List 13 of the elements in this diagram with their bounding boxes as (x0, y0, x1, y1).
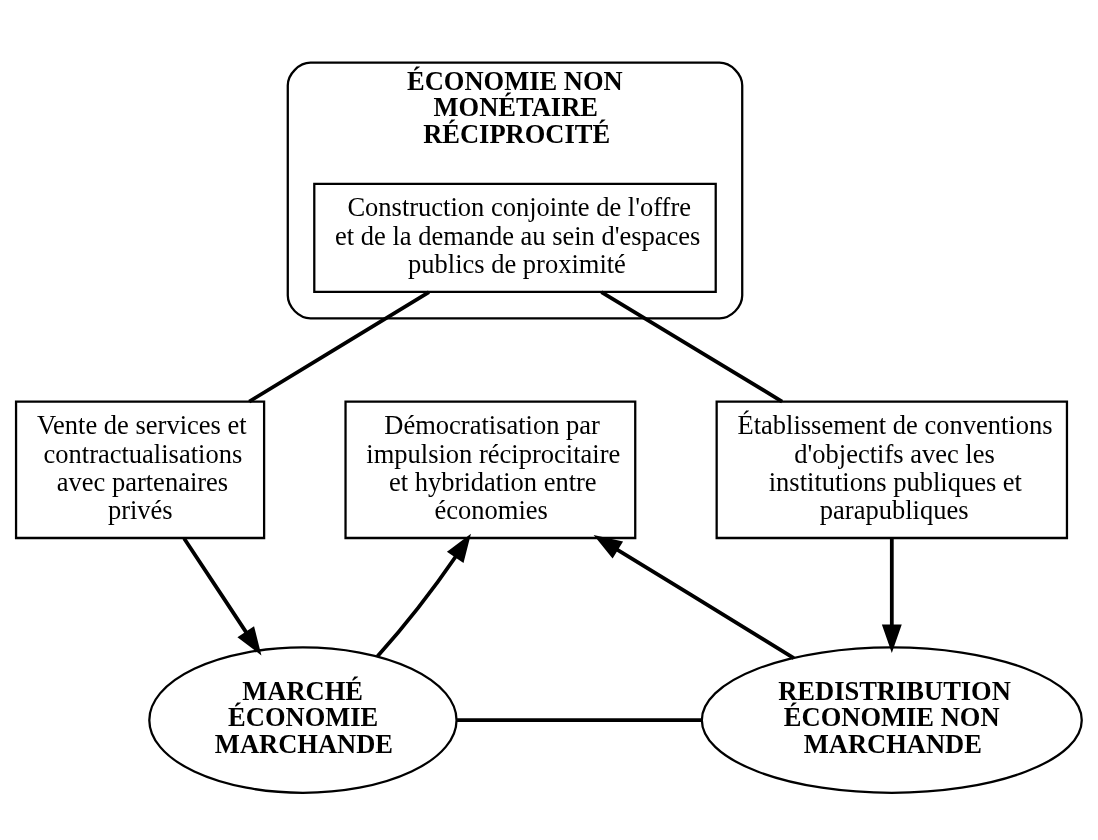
arrow (375, 533, 471, 658)
arrow (593, 535, 795, 660)
node-ellipse: MARCHÉ ÉCONOMIE MARCHANDE (148, 646, 458, 794)
connector (457, 718, 702, 723)
node-box: Construction conjointe de l'offre et de la demande au sein d'espaces publics de proximité (313, 182, 717, 293)
connector (248, 290, 430, 404)
arrow (881, 538, 902, 653)
node-box: Démocratisation par impulsion réciprocitaire et hybridation entre économies (344, 400, 637, 540)
connector (600, 290, 784, 404)
node-box: Établissement de conventions d'objectifs avec les institutions publiques et parapubliques (715, 400, 1069, 540)
arrow (182, 537, 262, 656)
node-box: Vente de services et contractualisations avec partenaires privés (14, 400, 266, 540)
node-ellipse: REDISTRIBUTION ÉCONOMIE NON MARCHANDE (700, 646, 1083, 794)
